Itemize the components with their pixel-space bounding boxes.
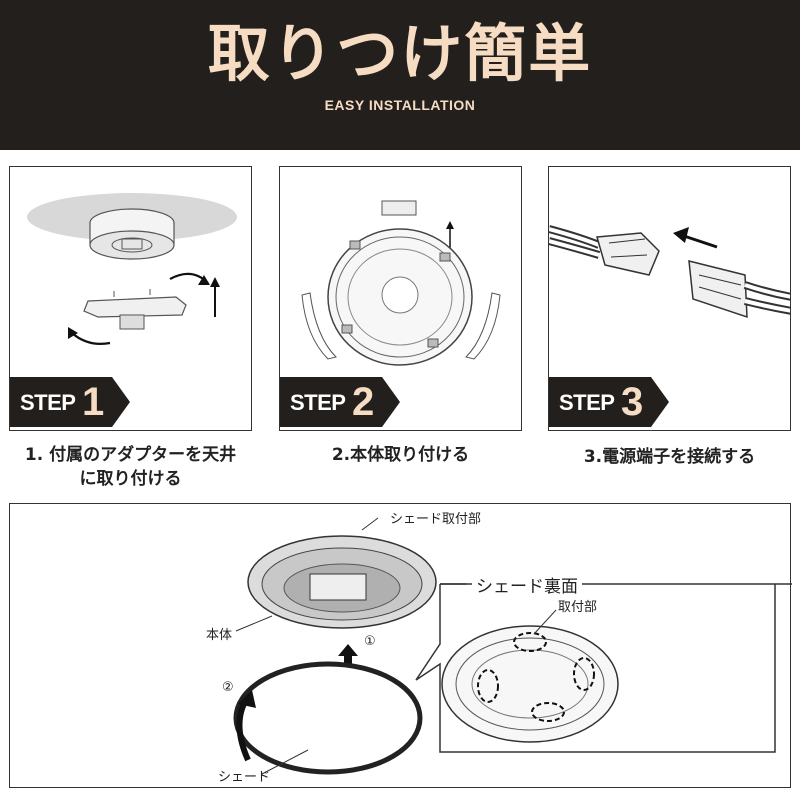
body-mount-illustration <box>301 200 501 366</box>
step-1-badge: STEP 1 <box>10 377 130 427</box>
header-banner: 取りつけ簡単 EASY INSTALLATION <box>0 0 800 150</box>
step-word: STEP <box>290 390 346 415</box>
caption-line: 3.電源端子を接続する <box>583 447 756 467</box>
step-number: 2 <box>352 380 375 424</box>
step-word: STEP <box>20 390 76 415</box>
step-mark-1: ① <box>364 634 376 649</box>
caption-line: 2.本体取り付ける <box>331 445 470 465</box>
body-label: 本体 <box>206 628 233 643</box>
step-2-badge: STEP 2 <box>280 377 400 427</box>
step-mark-2: ② <box>222 680 234 695</box>
power-connector-illustration <box>549 225 790 319</box>
caption-line: に取り付ける <box>79 469 182 489</box>
step-number: 1 <box>82 380 105 424</box>
step-3-badge: STEP 3 <box>549 377 669 427</box>
shade-installation-diagram: シェード取付部 本体 ① ② シェード シェード裏面 取付部 <box>9 503 792 788</box>
shade-back-label: シェード裏面 <box>472 572 582 597</box>
step-1-caption: 1. 付属のアダプターを天井 に取り付ける <box>9 443 252 491</box>
step-word: STEP <box>559 390 615 415</box>
step-2-panel: STEP 2 <box>279 166 522 431</box>
caption-line: 1. 付属のアダプターを天井 <box>24 445 237 465</box>
step-2-caption: 2.本体取り付ける <box>279 443 522 467</box>
shade-label: シェード <box>218 770 271 785</box>
page-title: 取りつけ簡単 <box>207 17 593 90</box>
step-1-panel: STEP 1 <box>9 166 252 431</box>
step-number: 3 <box>621 380 644 424</box>
step-3-caption: 3.電源端子を接続する <box>548 445 791 469</box>
mount-label: 取付部 <box>558 600 598 615</box>
shade-mount-label: シェード取付部 <box>390 512 482 527</box>
step-3-panel: STEP 3 <box>548 166 791 431</box>
shade-diagram-art <box>233 517 792 775</box>
page-subtitle: EASY INSTALLATION <box>324 97 476 113</box>
ceiling-adapter-illustration <box>27 193 237 345</box>
